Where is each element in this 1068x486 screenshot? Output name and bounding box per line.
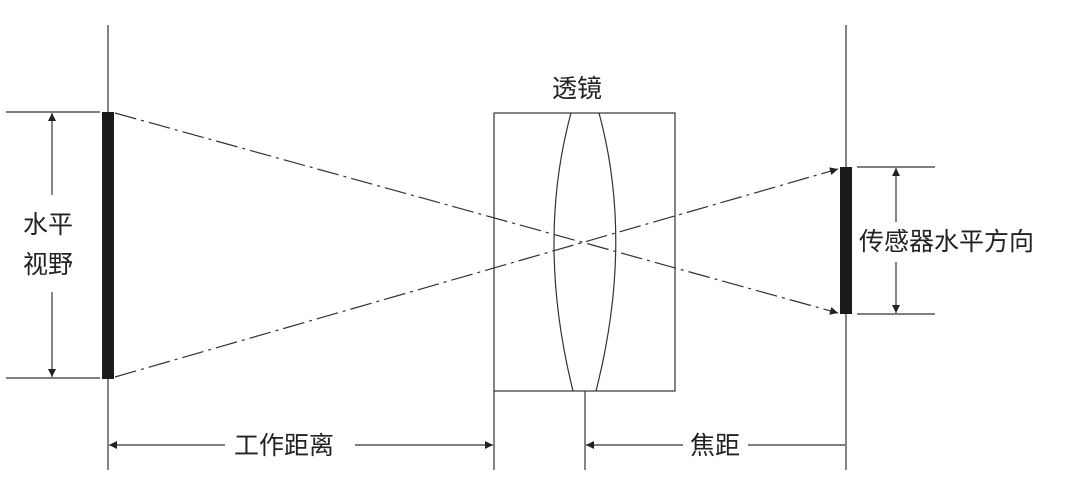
lens-right-surface <box>595 112 617 392</box>
fov-label-line2: 视野 <box>23 250 74 280</box>
lens-label: 透镜 <box>552 74 603 104</box>
focal-length-label: 焦距 <box>690 431 741 461</box>
ray-bottom-to-top <box>114 167 839 378</box>
ray-top-to-bottom <box>114 112 839 315</box>
fov-label-line1: 水平 <box>23 210 74 240</box>
lens-box <box>493 112 676 392</box>
sensor-bar <box>840 167 852 314</box>
working-distance-label: 工作距离 <box>234 431 335 461</box>
object-plane-bar <box>102 112 114 379</box>
sensor-horizontal-label: 传感器水平方向 <box>859 227 1035 257</box>
lens-left-surface <box>553 112 574 392</box>
